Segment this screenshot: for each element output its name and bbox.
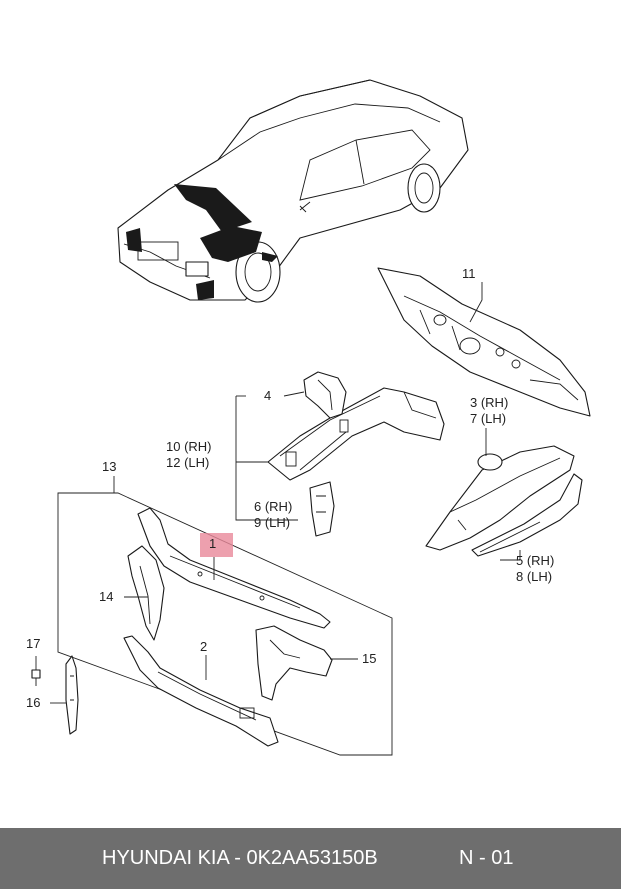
callout-4: 4 [264,388,272,403]
callout-10: 10 (RH) [166,439,212,454]
callout-5: 5 (RH) [516,553,555,568]
part-2-lower-member [123,635,279,747]
callout-13: 13 [102,459,117,474]
part-1-highlight [200,533,233,557]
callout-12: 12 (LH) [166,455,210,470]
page-code-text: N - 01 [459,847,514,869]
callout-14: 14 [99,589,114,604]
part-17-bolt [31,669,41,686]
callout-2: 2 [200,639,208,654]
parts-diagram: 1 2 3 (RH) 7 (LH) 4 5 (RH) 8 (LH) 6 (RH)… [26,79,591,756]
footer-bar: HYUNDAI KIA - 0K2AA53150B N - 01 [0,828,621,889]
part-1-upper-front-panel [137,507,331,629]
callout-8: 8 (LH) [516,569,553,584]
part-11-dash-panel [377,267,591,417]
part-10-12-front-side-member [267,387,445,481]
part-16-bracket [65,655,79,735]
part-15-side-panel-right [255,625,333,701]
part-5-8-apron-rail [471,473,583,557]
part-14-side-panel-left [127,545,165,641]
callout-1: 1 [209,536,217,551]
callout-16: 16 [26,695,41,710]
callout-9: 9 (LH) [254,515,291,530]
part-3-7-front-apron [425,445,575,551]
callout-15: 15 [362,651,377,666]
part-number-text: HYUNDAI KIA - 0K2AA53150B [102,847,378,869]
callout-7: 7 (LH) [470,411,507,426]
callout-11: 11 [462,266,476,281]
part-4-bracket [303,371,347,419]
callout-3: 3 (RH) [470,395,509,410]
part-6-9-bracket [309,481,335,537]
diagram-artwork [31,79,591,756]
callout-6: 6 (RH) [254,499,293,514]
group-13-outline [57,492,393,756]
car-illustration [117,79,469,303]
leader-lines [35,282,521,704]
callout-17: 17 [26,636,41,651]
